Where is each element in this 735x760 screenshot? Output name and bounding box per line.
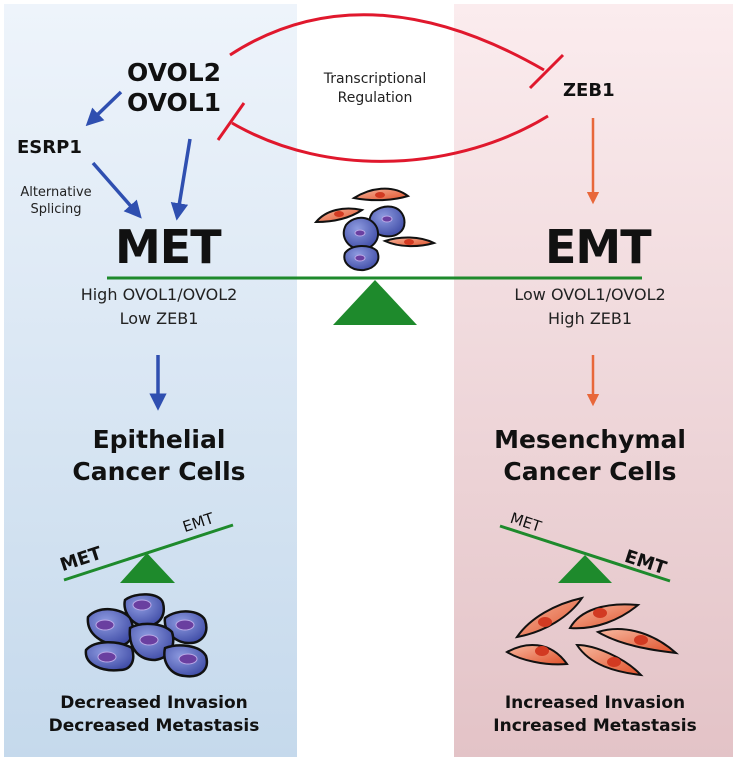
right-mini-fulcrum-icon	[558, 555, 612, 583]
left-mini-seesaw-beam	[63, 523, 234, 582]
met-state-label: MET	[115, 220, 222, 274]
ovol-to-esrp1-arrow	[85, 90, 123, 127]
epithelial-cells-icon	[84, 593, 209, 678]
ovol2-label: OVOL2	[127, 58, 222, 87]
esrp1-label: ESRP1	[17, 137, 82, 158]
mesenchymal-cells-title: Mesenchymal Cancer Cells	[494, 425, 686, 486]
ovol-to-met-arrow	[170, 138, 192, 221]
epithelial-cells-title: Epithelial Cancer Cells	[72, 425, 246, 486]
mixed-cells-icon	[313, 187, 437, 272]
emt-state-label: EMT	[545, 220, 652, 274]
zeb1-label: ZEB1	[563, 80, 615, 101]
epithelial-outcome: Decreased Invasion Decreased Metastasis	[48, 693, 260, 736]
met-conditions: High OVOL1/OVOL2 Low ZEB1	[80, 285, 238, 328]
ovol-inhibits-zeb1-arc	[229, 13, 565, 90]
left-mini-fulcrum-icon	[120, 553, 175, 583]
main-fulcrum-icon	[333, 280, 417, 325]
right-mini-seesaw-beam	[499, 524, 671, 583]
mesenchymal-outcome: Increased Invasion Increased Metastasis	[493, 693, 697, 736]
zeb1-inhibits-ovol-arc	[216, 102, 549, 163]
transcriptional-regulation-label: Transcriptional Regulation	[323, 71, 427, 106]
alternative-splicing-label: Alternative Splicing	[20, 185, 92, 217]
emt-conditions: Low OVOL1/OVOL2 High ZEB1	[514, 285, 666, 328]
mesenchymal-cells-icon	[505, 596, 680, 677]
esrp1-to-met-arrow	[91, 161, 142, 219]
ovol1-label: OVOL1	[127, 88, 222, 117]
